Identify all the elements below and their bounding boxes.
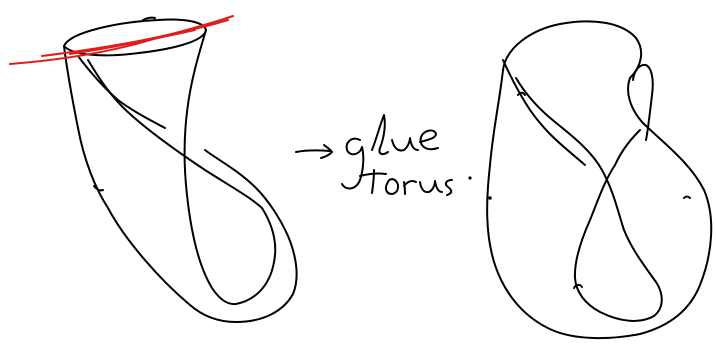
left-figure [64, 18, 297, 322]
word-torus-handwriting [360, 170, 452, 195]
dot-mark [468, 176, 471, 179]
right-figure [487, 21, 711, 338]
word-glue-handwriting [342, 115, 438, 189]
left-twist-curve [88, 60, 262, 208]
left-outer-body [64, 46, 297, 322]
right-outer-body [487, 21, 711, 338]
right-figure-eight [516, 78, 662, 321]
dot-mark-2 [488, 196, 492, 200]
right-small-tick-2 [684, 197, 690, 199]
left-small-tick [94, 186, 103, 190]
arrow-icon [296, 150, 330, 152]
right-small-tick-3 [574, 285, 582, 288]
annotation-group [296, 115, 492, 200]
